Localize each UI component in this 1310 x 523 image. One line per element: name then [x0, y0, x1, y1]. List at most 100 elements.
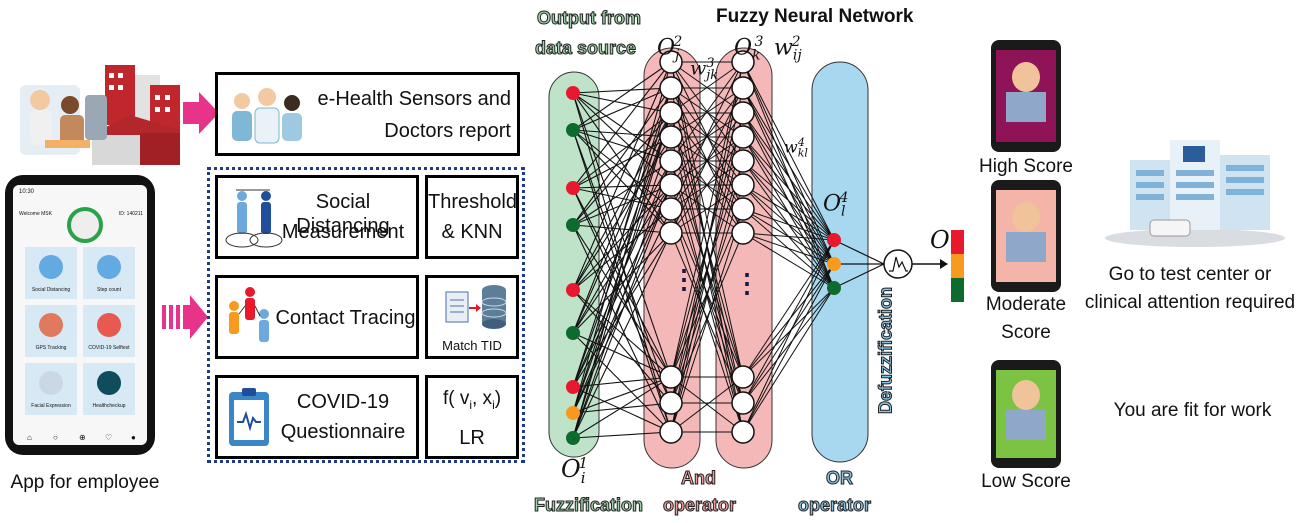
- fit-label: You are fit for work: [1113, 400, 1272, 421]
- arrow-head-icon: [940, 259, 948, 269]
- and-node: [659, 173, 683, 197]
- symbol-w-jk: wjk3: [690, 56, 719, 84]
- database-icon: [445, 285, 507, 329]
- and-node: [731, 365, 755, 389]
- moderate-score-label-2: Score: [1001, 322, 1051, 343]
- network-title: Fuzzy Neural Network: [716, 6, 914, 27]
- threshold-label-1: Threshold: [428, 191, 517, 213]
- or-node: [827, 233, 841, 247]
- and-label-1: And: [681, 468, 717, 489]
- app-tile[interactable]: Social Distancing: [25, 247, 77, 299]
- input-node: [566, 123, 580, 137]
- match-label: Match TID: [442, 338, 502, 353]
- lr-box: f( vi, xi) LR: [425, 375, 519, 459]
- or-label-1: OR: [826, 468, 854, 489]
- app-tile[interactable]: Step count: [83, 247, 135, 299]
- and-node: [731, 197, 755, 221]
- phone-high: [991, 40, 1061, 152]
- app-tile[interactable]: GPS Tracking: [25, 305, 77, 357]
- ellipsis-or: ⋮: [734, 268, 760, 298]
- lr-function: f( vi, xi): [442, 388, 502, 412]
- low-score-label: Low Score: [981, 471, 1071, 492]
- symbol-o-j: Oj2: [657, 34, 683, 64]
- and-node: [731, 101, 755, 125]
- add-icon[interactable]: ⊕: [79, 433, 86, 442]
- and-node: [731, 420, 755, 444]
- phone-app: 10:30 Welcome MSK ID: 140211 Social Dist…: [5, 175, 155, 455]
- or-node: [827, 257, 841, 271]
- and-node: [731, 221, 755, 245]
- lr-label: LR: [459, 427, 485, 449]
- and-node: [659, 76, 683, 100]
- questionnaire-box: COVID-19 Questionnaire: [215, 375, 419, 459]
- welcome-text: Welcome MSK: [19, 211, 52, 217]
- input-group-dotted: [207, 167, 525, 463]
- phone-moderate: [991, 180, 1061, 292]
- contact-tracing-icon: [229, 287, 269, 342]
- symbol-o-output: O: [930, 226, 950, 254]
- avatar: [67, 207, 103, 243]
- or-label-2: operator: [797, 495, 872, 516]
- output-red-bar: [951, 230, 964, 254]
- and-node: [731, 76, 755, 100]
- arrow-icon: [162, 295, 208, 339]
- source-label-2: data source: [534, 38, 637, 59]
- test-center-building: [1105, 140, 1285, 247]
- threshold-box: Threshold & KNN: [425, 175, 519, 259]
- output-orange-bar: [951, 254, 964, 278]
- and-node: [731, 125, 755, 149]
- fuzzification-label: Fuzzification: [534, 495, 644, 516]
- and-node: [731, 149, 755, 173]
- social-box: Social Distancing Measurement: [215, 175, 419, 259]
- input-node: [566, 218, 580, 232]
- phone-low: [991, 360, 1061, 468]
- hospital-illustration: [20, 65, 180, 165]
- action-label-1: Go to test center or: [1108, 264, 1272, 285]
- sensors-label-2: Doctors report: [384, 120, 511, 142]
- and-node: [659, 391, 683, 415]
- phone-screen: 10:30 Welcome MSK ID: 140211 Social Dist…: [13, 185, 147, 445]
- and-node: [659, 125, 683, 149]
- input-node: [566, 181, 580, 195]
- time-text: 10:30: [19, 189, 35, 195]
- app-tile[interactable]: Healthcheckup: [83, 363, 135, 415]
- ellipsis-and: ⋮: [671, 264, 697, 294]
- doctors-icon: [232, 88, 302, 144]
- symbol-o-i: Oi1: [561, 454, 589, 487]
- tile-grid: Social Distancing Step count GPS Trackin…: [25, 247, 137, 419]
- input-node: [566, 86, 580, 100]
- and-label-2: operator: [662, 495, 737, 516]
- input-node: [566, 283, 580, 297]
- questionnaire-label-2: Questionnaire: [280, 421, 406, 443]
- high-score-label: High Score: [979, 156, 1073, 177]
- symbol-o-k: Ok3: [734, 34, 764, 64]
- and-node: [659, 50, 683, 74]
- output-green-bar: [951, 278, 964, 302]
- contact-label: Contact Tracing: [275, 307, 416, 329]
- defuzz-label: Defuzzification: [875, 287, 896, 415]
- id-text: ID: 140211: [118, 211, 143, 217]
- social-label-1: Social Distancing: [296, 191, 390, 237]
- questionnaire-label-1: COVID-19: [296, 391, 390, 413]
- social-label-2: Measurement: [281, 221, 405, 243]
- symbol-o-l: Ol4: [823, 190, 849, 220]
- input-node: [566, 380, 580, 394]
- and-node: [659, 420, 683, 444]
- input-node: [566, 431, 580, 445]
- app-caption: App for employee: [10, 472, 160, 493]
- app-tile[interactable]: COVID-19 Selftest: [83, 305, 135, 357]
- input-node: [566, 406, 580, 420]
- and-node: [731, 173, 755, 197]
- search-icon[interactable]: ○: [53, 433, 58, 442]
- and-node: [659, 197, 683, 221]
- app-tile[interactable]: Facial Expression: [25, 363, 77, 415]
- profile-icon[interactable]: ●: [131, 433, 136, 442]
- and-node: [659, 365, 683, 389]
- and-node: [659, 221, 683, 245]
- contact-box: Contact Tracing: [215, 275, 419, 359]
- home-icon[interactable]: ⌂: [27, 433, 32, 442]
- symbol-w-ij: wij2: [774, 34, 802, 64]
- sensors-box: e-Health Sensors and Doctors report: [215, 72, 520, 156]
- heart-icon[interactable]: ♡: [105, 433, 113, 442]
